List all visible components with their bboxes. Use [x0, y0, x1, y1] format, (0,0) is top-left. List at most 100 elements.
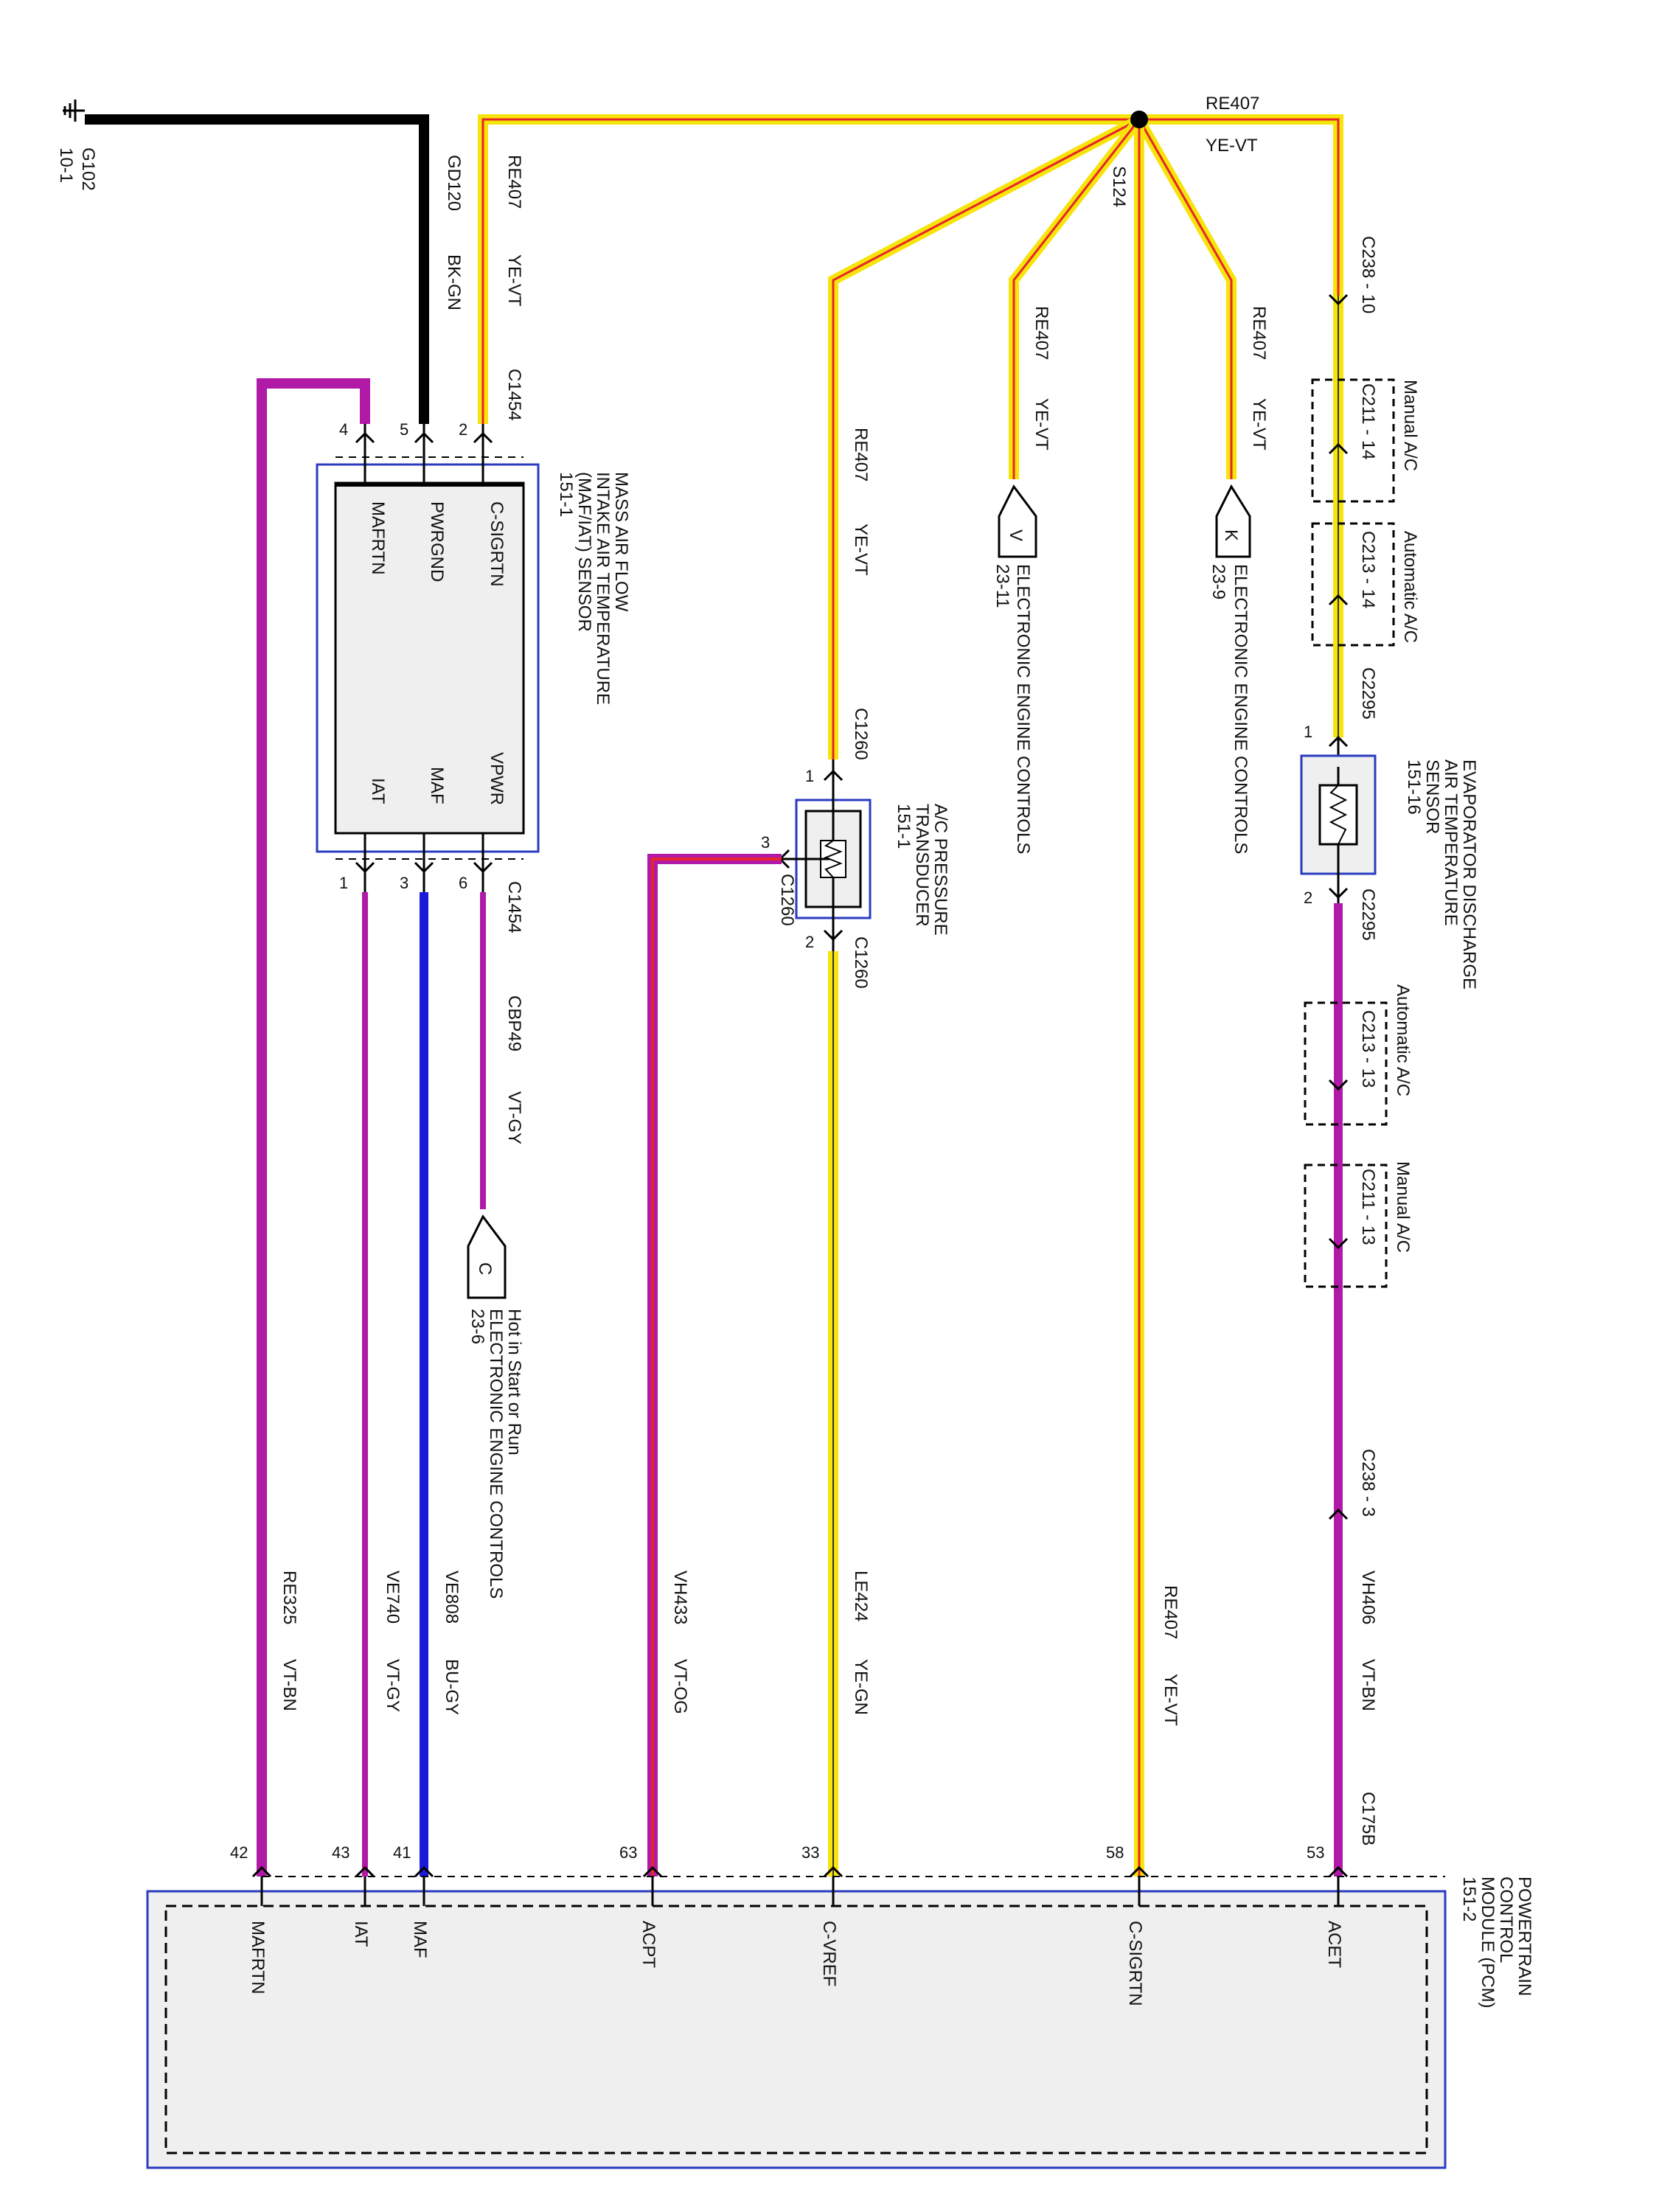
maf-pin-num-1: 1	[339, 874, 348, 892]
ref-k-page: 23-9	[1208, 564, 1228, 599]
wire-vh406-color: VT-BN	[1358, 1659, 1378, 1711]
ground-id: G102	[78, 147, 98, 191]
pcm-label-4: 151-2	[1459, 1877, 1479, 1921]
wire-re407-pcm-color: YE-VT	[1161, 1674, 1180, 1726]
pcm-label-1: POWERTRAIN	[1514, 1877, 1534, 1996]
maf-pin-pwrgnd: PWRGND	[427, 501, 447, 582]
maf-label-2: INTAKE AIR TEMPERATURE	[593, 472, 613, 705]
acp-pin-num-2: 2	[805, 933, 814, 951]
option-manual-ac-bottom: Manual A/C	[1393, 1161, 1413, 1253]
wire-re325	[257, 378, 370, 1877]
evap-label-4: 151-16	[1404, 759, 1424, 815]
ref-v-page: 23-11	[992, 564, 1012, 608]
wire-ve740-color: VT-GY	[383, 1659, 403, 1712]
evap-pin-num-1: 1	[1304, 723, 1312, 741]
conn-c238-10: C238 - 10	[1358, 236, 1378, 313]
pcm-pin-iat: IAT	[351, 1921, 371, 1947]
conn-c211-13: C211 - 13	[1358, 1169, 1378, 1245]
pcm-pin-acet: ACET	[1324, 1921, 1344, 1968]
wire-le424-color: YE-GN	[851, 1659, 871, 1715]
wire-re407-v-circuit: RE407	[1032, 306, 1051, 360]
evaporator-discharge-air-temp-sensor[interactable]	[1300, 735, 1377, 903]
pcm-pin-num-58: 58	[1106, 1843, 1124, 1862]
wire-re325-color: VT-BN	[279, 1659, 299, 1711]
wire-le424-circuit: LE424	[851, 1571, 871, 1621]
conn-c1260-top: C1260	[851, 708, 871, 760]
pcm-pin-num-42: 42	[230, 1843, 248, 1862]
splice-s124-dot	[1130, 111, 1148, 128]
pcm-pin-num-43: 43	[332, 1843, 349, 1862]
wire-re407-bus	[478, 114, 1343, 424]
pcm-pin-num-41: 41	[393, 1843, 411, 1862]
wire-re407-maf-circuit: RE407	[504, 155, 524, 209]
pcm-pin-maf: MAF	[410, 1921, 430, 1958]
maf-pin-vpwr: VPWR	[487, 752, 507, 805]
pcm-terminals	[251, 1865, 1349, 1906]
wire-re407-maf-color: YE-VT	[504, 254, 524, 307]
wire-re407-acp-branch	[828, 114, 1142, 759]
conn-c213-14: C213 - 14	[1358, 531, 1378, 608]
wire-gd120	[85, 114, 429, 424]
conn-c1454-bottom: C1454	[504, 881, 524, 933]
maf-pin-mafrtn: MAFRTN	[368, 501, 388, 575]
maf-pin-iat: IAT	[368, 778, 388, 804]
conn-c2295-top: C2295	[1358, 667, 1378, 720]
wire-re407-v-branch	[1009, 116, 1144, 479]
wire-re407-k-circuit: RE407	[1249, 306, 1269, 360]
evap-label-1: EVAPORATOR DISCHARGE	[1459, 759, 1479, 990]
pcm-label-3: MODULE (PCM)	[1478, 1877, 1498, 2008]
evap-label-2: AIR TEMPERATURE	[1441, 759, 1461, 926]
maf-iat-sensor[interactable]	[316, 456, 540, 860]
wire-re407-k-branch	[1134, 116, 1237, 479]
ref-v-letter: V	[1006, 529, 1026, 541]
conn-c238-3: C238 - 3	[1358, 1449, 1378, 1517]
ref-k-letter: K	[1221, 529, 1241, 541]
acp-label-1: A/C PRESSURE	[931, 804, 950, 936]
conn-c1454-top: C1454	[504, 369, 524, 421]
conn-c213-13: C213 - 13	[1358, 1010, 1378, 1088]
evap-pin-num-2: 2	[1304, 888, 1312, 907]
ref-c-page: 23-6	[467, 1309, 487, 1344]
acp-label-3: 151-1	[894, 804, 914, 849]
pcm-pin-csigrtn: C-SIGRTN	[1125, 1921, 1145, 2006]
conn-c1260-side: C1260	[777, 874, 797, 926]
maf-label-3: (MAF/IAT) SENSOR	[574, 472, 594, 632]
option-manual-ac-top: Manual A/C	[1400, 380, 1420, 471]
wire-ve808-color: BU-GY	[442, 1659, 462, 1715]
conn-c238-10-arrow	[1328, 293, 1349, 306]
option-box-manual-ac-bottom	[1304, 1164, 1388, 1288]
wire-re407-acp-color: YE-VT	[851, 524, 871, 576]
wire-vh433-circuit: VH433	[670, 1571, 690, 1624]
maf-pin-maf: MAF	[427, 767, 447, 804]
conn-c211-14: C211 - 14	[1358, 383, 1378, 460]
wire-re407-pcm-circuit: RE407	[1161, 1585, 1180, 1639]
ac-pressure-transducer[interactable]	[778, 759, 872, 951]
splice-id: S124	[1109, 166, 1129, 207]
pcm-pin-cvref: C-VREF	[819, 1921, 839, 1986]
maf-pin-num-6: 6	[459, 874, 467, 892]
pcm-module[interactable]	[146, 1876, 1447, 2169]
wire-vh433	[647, 854, 782, 1877]
wire-gd120-color: BK-GN	[444, 254, 464, 310]
pcm-pin-num-53: 53	[1307, 1843, 1324, 1862]
pcm-pin-mafrtn: MAFRTN	[248, 1921, 268, 1994]
maf-pin-csigrtn: C-SIGRTN	[487, 501, 507, 587]
wire-re407-acp-circuit: RE407	[851, 428, 871, 481]
ref-connector-v[interactable]: V	[998, 484, 1037, 558]
option-box-automatic-ac-top	[1311, 522, 1395, 647]
ref-v-target: ELECTRONIC ENGINE CONTROLS	[1013, 564, 1033, 854]
ref-k-target: ELECTRONIC ENGINE CONTROLS	[1231, 564, 1251, 854]
conn-c238-3-arrow	[1328, 1508, 1349, 1520]
wire-re407-top-circuit: RE407	[1206, 94, 1259, 114]
ref-c-target: ELECTRONIC ENGINE CONTROLS	[486, 1309, 506, 1599]
wire-re407-v-color: YE-VT	[1032, 398, 1051, 451]
maf-pin-num-4: 4	[339, 420, 348, 439]
maf-bottom-terminals	[355, 833, 493, 892]
ref-connector-k[interactable]: K	[1215, 484, 1251, 558]
conn-c2295-bottom: C2295	[1358, 888, 1378, 941]
pcm-pin-num-63: 63	[619, 1843, 637, 1862]
ref-connector-c[interactable]: C	[467, 1214, 507, 1299]
acp-label-2: TRANSDUCER	[912, 804, 932, 927]
ground-g102: G102 10-1	[56, 100, 98, 191]
wire-gd120-circuit: GD120	[444, 155, 464, 211]
